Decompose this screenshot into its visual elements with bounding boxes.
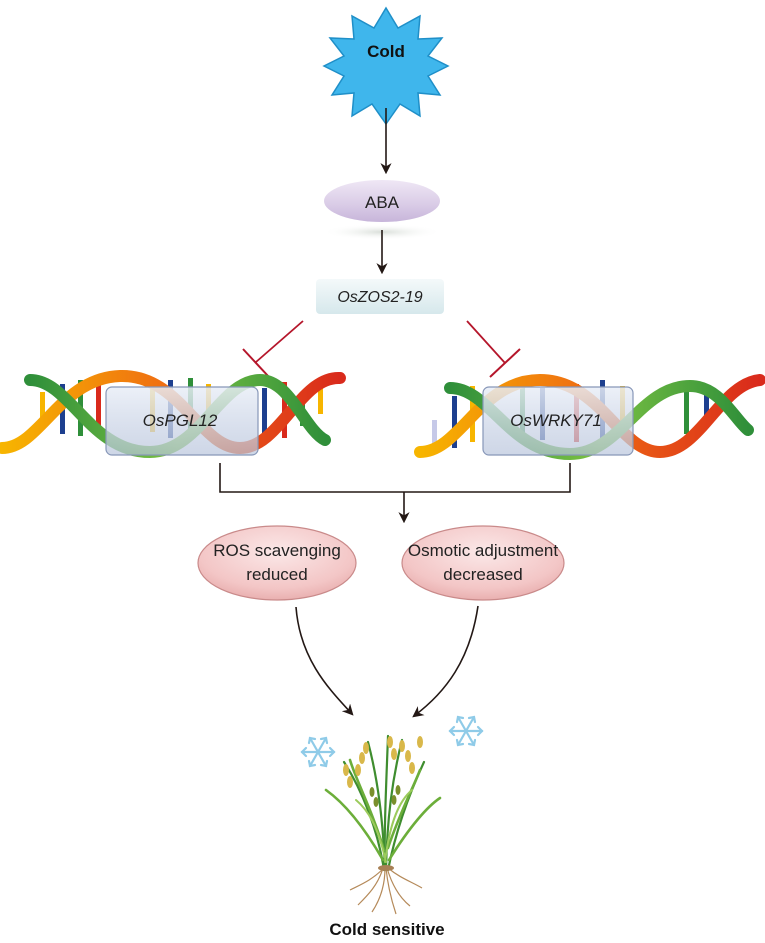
dna-helix-right: OsWRKY71 <box>414 373 765 461</box>
rice-plant-icon <box>324 734 442 915</box>
effect-ellipse-left <box>197 525 357 601</box>
target-label-left: OsPGL12 <box>143 411 218 430</box>
aba-label: ABA <box>365 193 400 212</box>
effect-left-line2: reduced <box>246 565 307 584</box>
effect-ros: ROS scavenging reduced <box>197 525 357 601</box>
regulator-label: OsZOS2-19 <box>337 289 422 306</box>
snowflake-icon <box>300 736 336 768</box>
effect-right-line1: Osmotic adjustment <box>408 541 558 560</box>
merge-connector <box>219 463 571 524</box>
aba-ellipse <box>324 180 440 222</box>
regulator-node: OsZOS2-19 <box>316 279 444 314</box>
cold-label: Cold <box>367 42 405 61</box>
starburst-icon <box>322 6 450 126</box>
regulator-box <box>316 279 444 314</box>
snowflake-icon <box>448 715 484 747</box>
inhibition-right <box>466 320 521 378</box>
dna-helix-left: OsPGL12 <box>0 369 346 459</box>
target-box-right <box>482 386 634 456</box>
arrow-osmotic-to-plant <box>412 605 479 718</box>
outcome-label: Cold sensitive <box>329 920 444 939</box>
effect-right-line2: decreased <box>443 565 522 584</box>
target-label-right: OsWRKY71 <box>510 411 602 430</box>
inhibition-left <box>242 320 304 378</box>
effect-ellipse-right <box>401 525 565 601</box>
target-box-left <box>105 386 259 456</box>
effect-osmotic: Osmotic adjustment decreased <box>401 525 565 601</box>
cold-stimulus: Cold <box>322 6 450 126</box>
effect-left-line1: ROS scavenging <box>213 541 341 560</box>
arrow-ros-to-plant <box>295 606 354 716</box>
